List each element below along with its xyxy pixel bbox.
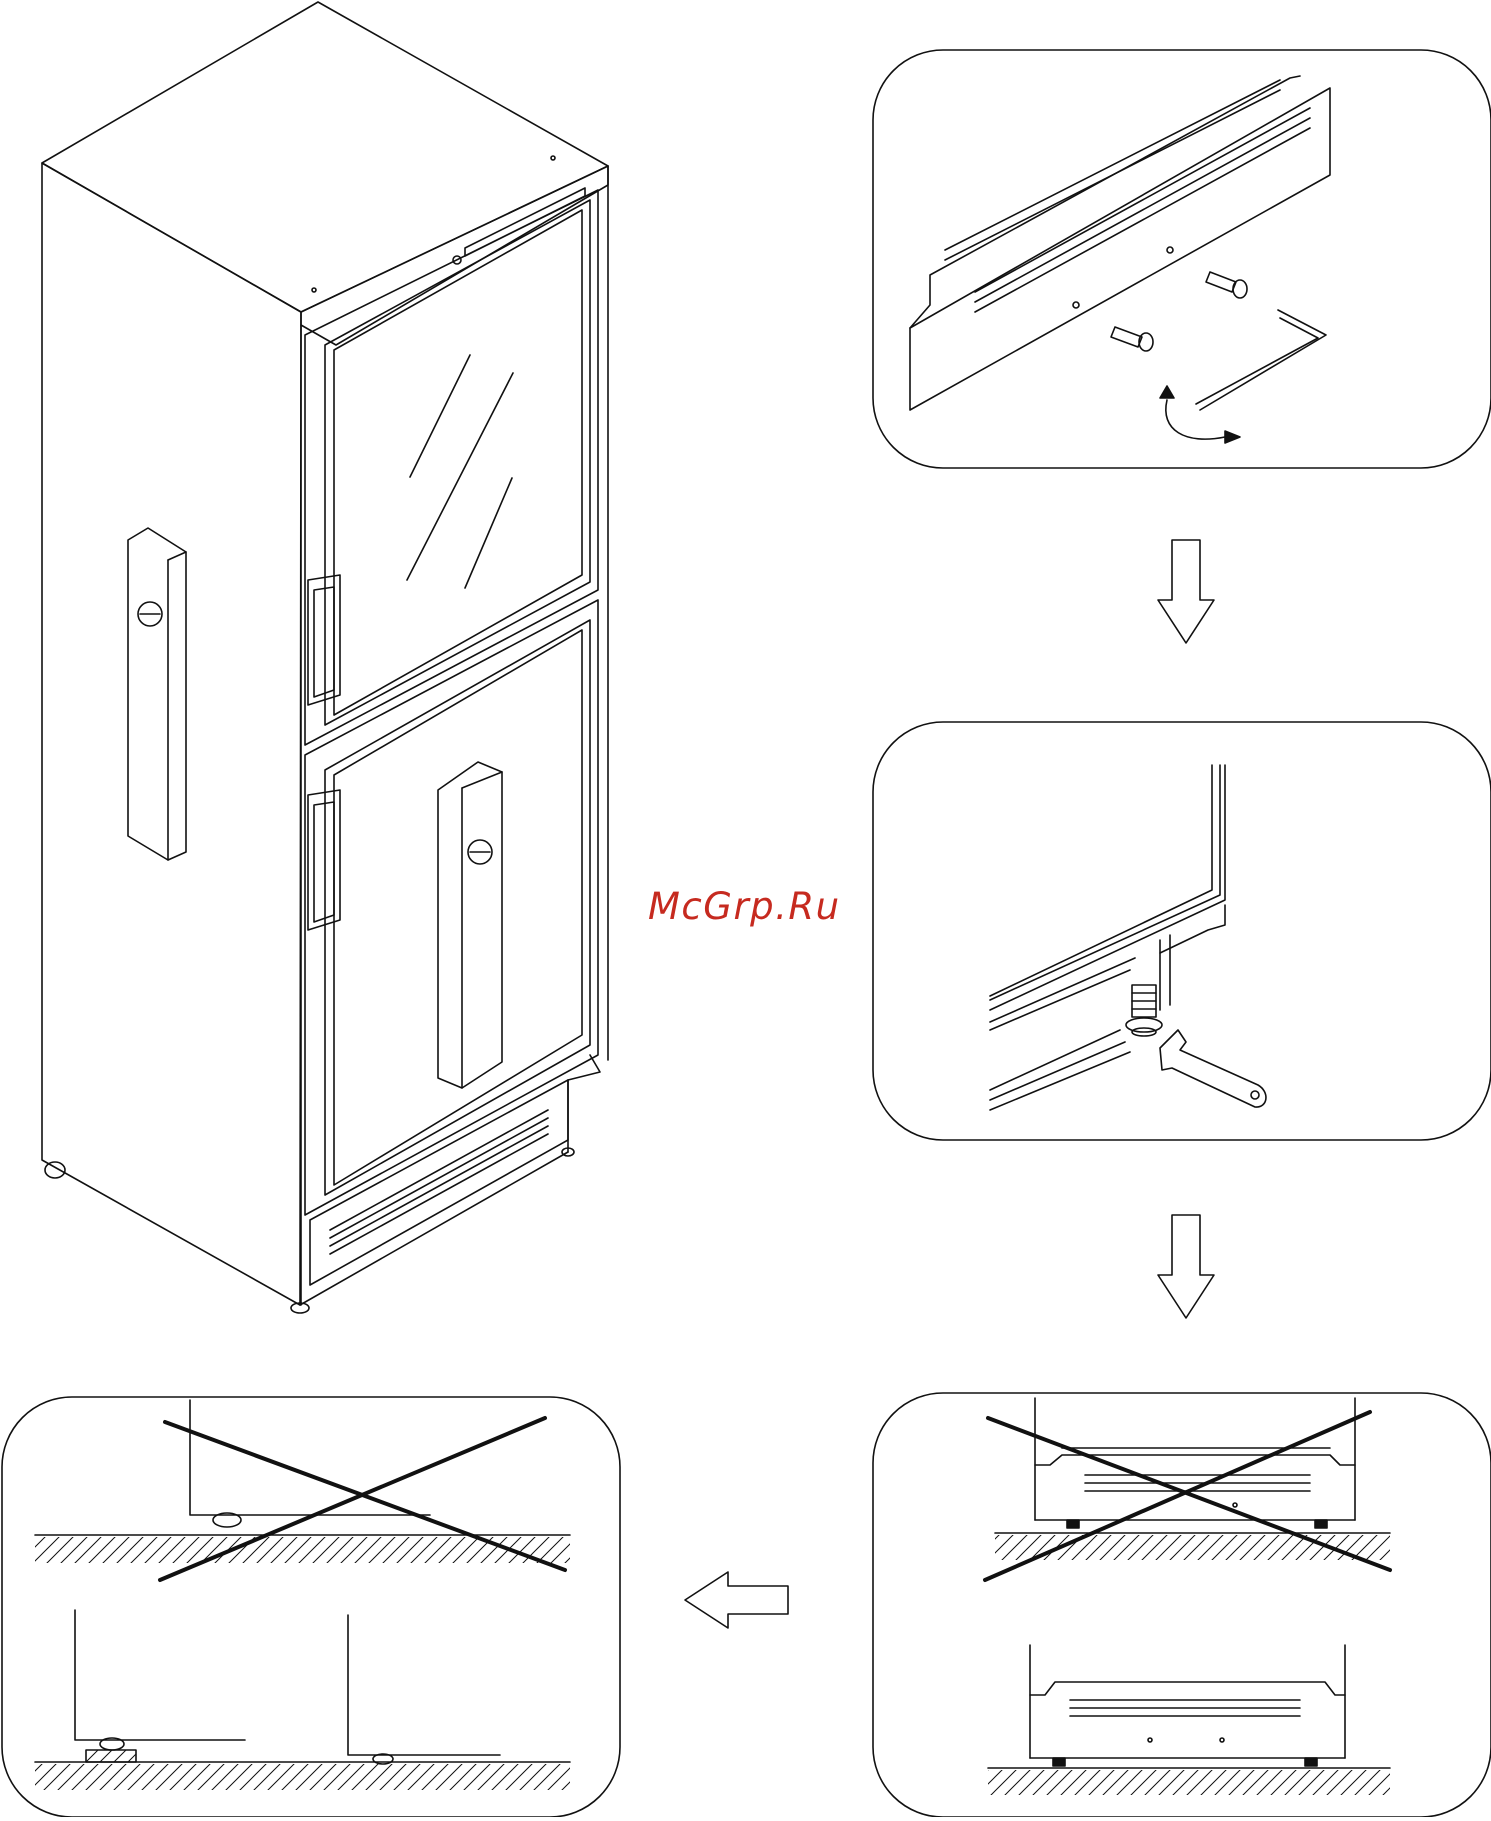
arrow-down-2 (1158, 1215, 1214, 1318)
cabinet-front-rim (301, 166, 608, 345)
rotate-arrow (1166, 400, 1225, 439)
cabinet-top (42, 2, 608, 312)
glass-door-frame (305, 190, 598, 745)
arrow-down-1 (1158, 540, 1214, 643)
kick-plate (910, 88, 1330, 410)
glass-door-inner (325, 200, 590, 725)
caster-wheel (45, 1162, 65, 1178)
door-handle-lower (308, 790, 340, 930)
step-4-panel (2, 1397, 620, 1817)
step-2-panel (873, 722, 1491, 1140)
solid-door-handle (438, 762, 502, 1088)
step-1-panel (873, 50, 1491, 468)
shim-block (86, 1750, 136, 1762)
cabinet-isometric (42, 2, 608, 1313)
arrow-left (685, 1572, 788, 1628)
open-end-wrench (1160, 1030, 1266, 1107)
step-3-panel (873, 1393, 1491, 1817)
watermark-text: McGrp.Ru (648, 885, 841, 928)
socket-screw (1206, 272, 1247, 298)
door-handle-upper (308, 575, 340, 705)
cabinet-side (42, 163, 301, 1305)
side-handle (128, 528, 186, 860)
allen-key (1200, 310, 1326, 410)
socket-screw (1111, 327, 1153, 351)
leveling-foot (1126, 985, 1162, 1036)
